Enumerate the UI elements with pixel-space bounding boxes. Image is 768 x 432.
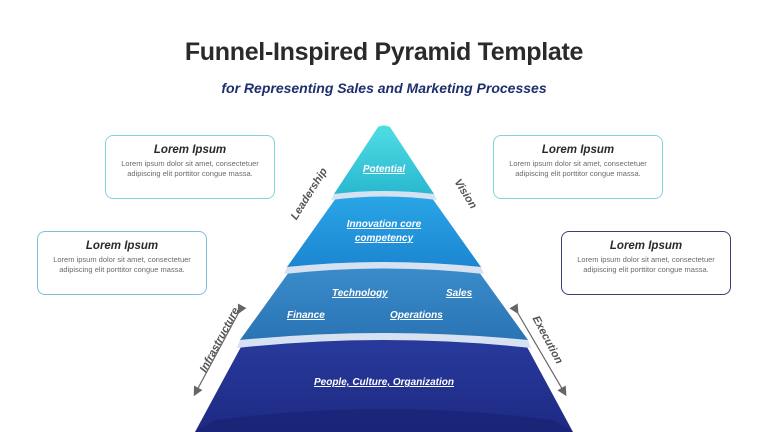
pyramid-tier-top	[334, 125, 434, 194]
info-card-mid-right: Lorem Ipsum Lorem ipsum dolor sit amet, …	[561, 231, 731, 295]
tier-label-potential: Potential	[362, 164, 406, 175]
card-body: Lorem ipsum dolor sit amet, consectetuer…	[53, 255, 191, 274]
arrow-infrastructure	[193, 303, 247, 397]
card-body: Lorem ipsum dolor sit amet, consectetuer…	[509, 159, 647, 178]
page-title: Funnel-Inspired Pyramid Template	[184, 38, 584, 66]
card-title: Lorem Ipsum	[85, 240, 159, 252]
tier-label-innovation: Innovation core competency	[346, 219, 422, 244]
card-body: Lorem ipsum dolor sit amet, consectetuer…	[577, 255, 715, 274]
card-title: Lorem Ipsum	[541, 144, 615, 156]
card-title: Lorem Ipsum	[609, 240, 683, 252]
page-subtitle: for Representing Sales and Marketing Pro…	[221, 80, 547, 96]
tier-label-technology: Technology	[332, 288, 388, 299]
pyramid-tier-second	[287, 195, 481, 267]
tier-label-sales: Sales	[446, 288, 473, 299]
pyramid-tier-base-shadow	[195, 409, 573, 432]
pyramid-tier-third	[240, 267, 528, 340]
info-card-top-left: Lorem Ipsum Lorem ipsum dolor sit amet, …	[105, 135, 275, 199]
pyramid-tier-base	[195, 337, 573, 432]
tier-label-people: People, Culture, Organization	[313, 377, 454, 388]
arrow-execution	[509, 303, 567, 397]
pyramid-separator	[331, 191, 437, 200]
card-title: Lorem Ipsum	[153, 144, 227, 156]
tier-label-operations: Operations	[390, 310, 443, 321]
info-card-top-right: Lorem Ipsum Lorem ipsum dolor sit amet, …	[493, 135, 663, 199]
pyramid-separator	[237, 333, 531, 348]
card-body: Lorem ipsum dolor sit amet, consectetuer…	[121, 159, 259, 178]
info-card-mid-left: Lorem Ipsum Lorem ipsum dolor sit amet, …	[37, 231, 207, 295]
pyramid-separator	[284, 262, 484, 274]
tier-label-finance: Finance	[287, 310, 325, 321]
